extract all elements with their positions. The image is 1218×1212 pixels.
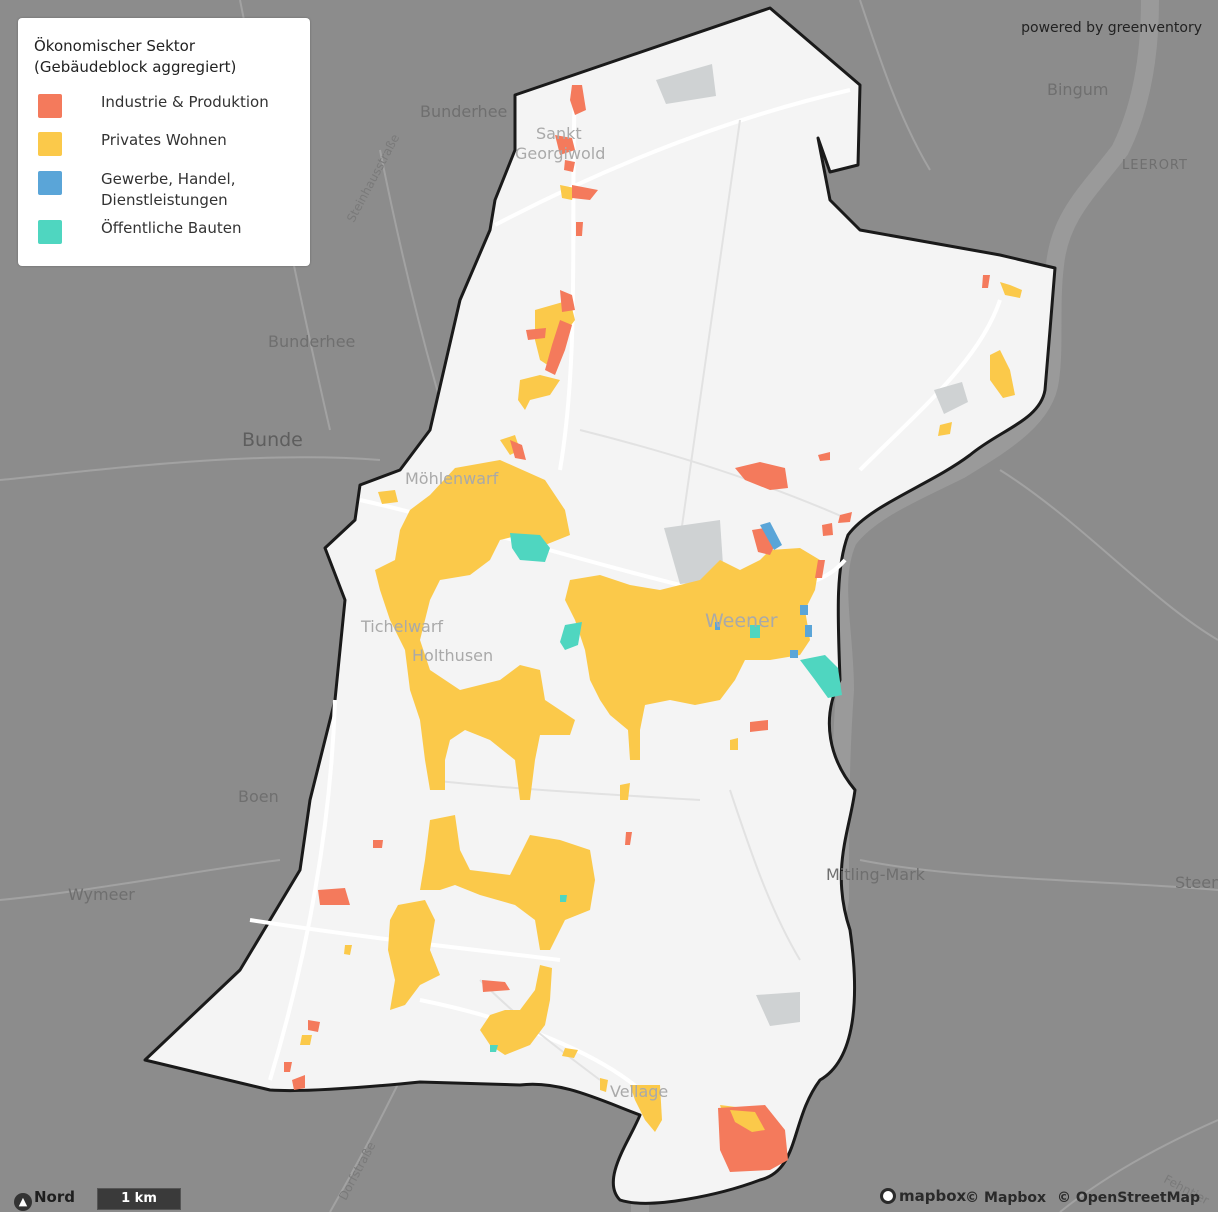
legend-label-oeffentlich: Öffentliche Bauten <box>101 219 242 237</box>
north-label: Nord <box>34 1188 75 1206</box>
place-label-georgiwold: Georgiwold <box>515 144 606 163</box>
place-label-vellage: Vellage <box>610 1082 669 1101</box>
legend-swatch-wohnen <box>38 132 62 156</box>
legend-label-gewerbe-line1: Gewerbe, Handel, <box>101 170 236 188</box>
legend-title-line1: Ökonomischer Sektor <box>34 37 195 55</box>
legend-title: Ökonomischer Sektor (Gebäudeblock aggreg… <box>34 36 236 78</box>
place-label-holthusen: Holthusen <box>412 646 494 665</box>
place-label-bunde: Bunde <box>242 429 303 451</box>
legend-swatch-industrie <box>38 94 62 118</box>
attribution-osm-link[interactable]: © OpenStreetMap <box>1056 1190 1200 1206</box>
place-label-sankt: Sankt <box>536 124 582 143</box>
place-label-bingum: Bingum <box>1047 80 1109 99</box>
legend-label-industrie: Industrie & Produktion <box>101 93 269 111</box>
place-label-bunderhee-top: Bunderhee <box>420 102 508 121</box>
legend-panel: Ökonomischer Sektor (Gebäudeblock aggreg… <box>18 18 310 266</box>
place-label-weener: Weener <box>705 610 778 632</box>
industrie-areas <box>284 85 990 1172</box>
oeffentlich-areas <box>490 533 842 1052</box>
legend-swatch-oeffentlich <box>38 220 62 244</box>
mapbox-logo-text: mapbox <box>899 1187 967 1205</box>
north-indicator[interactable]: ▲Nord <box>14 1188 75 1211</box>
legend-title-line2: (Gebäudeblock aggregiert) <box>34 58 237 76</box>
mapbox-logo[interactable]: mapbox <box>880 1187 966 1205</box>
place-label-moehlenwarf: Möhlenwarf <box>405 469 499 488</box>
place-label-boen: Boen <box>238 787 279 806</box>
inner-patches <box>656 64 968 1026</box>
place-label-tichelwarf: Tichelwarf <box>361 617 444 636</box>
place-label-mitling-mark: Mitling-Mark <box>826 865 925 884</box>
legend-label-gewerbe-line2: Dienstleistungen <box>101 191 228 209</box>
gewerbe-areas <box>715 522 812 658</box>
legend-swatch-gewerbe <box>38 171 62 195</box>
legend-label-wohnen: Privates Wohnen <box>101 131 227 149</box>
place-label-bunderhee-mid: Bunderhee <box>268 332 356 351</box>
place-label-steen: Steen <box>1175 873 1218 892</box>
wohnen-overlay <box>730 1110 765 1132</box>
attribution-mapbox-link[interactable]: © Mapbox <box>965 1190 1047 1206</box>
place-label-leerort: LEERORT <box>1122 158 1188 173</box>
scale-bar: 1 km <box>97 1188 181 1210</box>
place-label-wymeer: Wymeer <box>68 885 135 904</box>
inner-minor-roads <box>429 119 851 1081</box>
powered-by-label[interactable]: powered by greenventory <box>1021 20 1202 36</box>
legend-label-gewerbe: Gewerbe, Handel, Dienstleistungen <box>101 169 235 211</box>
north-arrow-icon: ▲ <box>14 1193 32 1211</box>
map-attribution: © Mapbox © OpenStreetMap <box>959 1190 1200 1206</box>
mapbox-logo-icon <box>880 1188 896 1204</box>
